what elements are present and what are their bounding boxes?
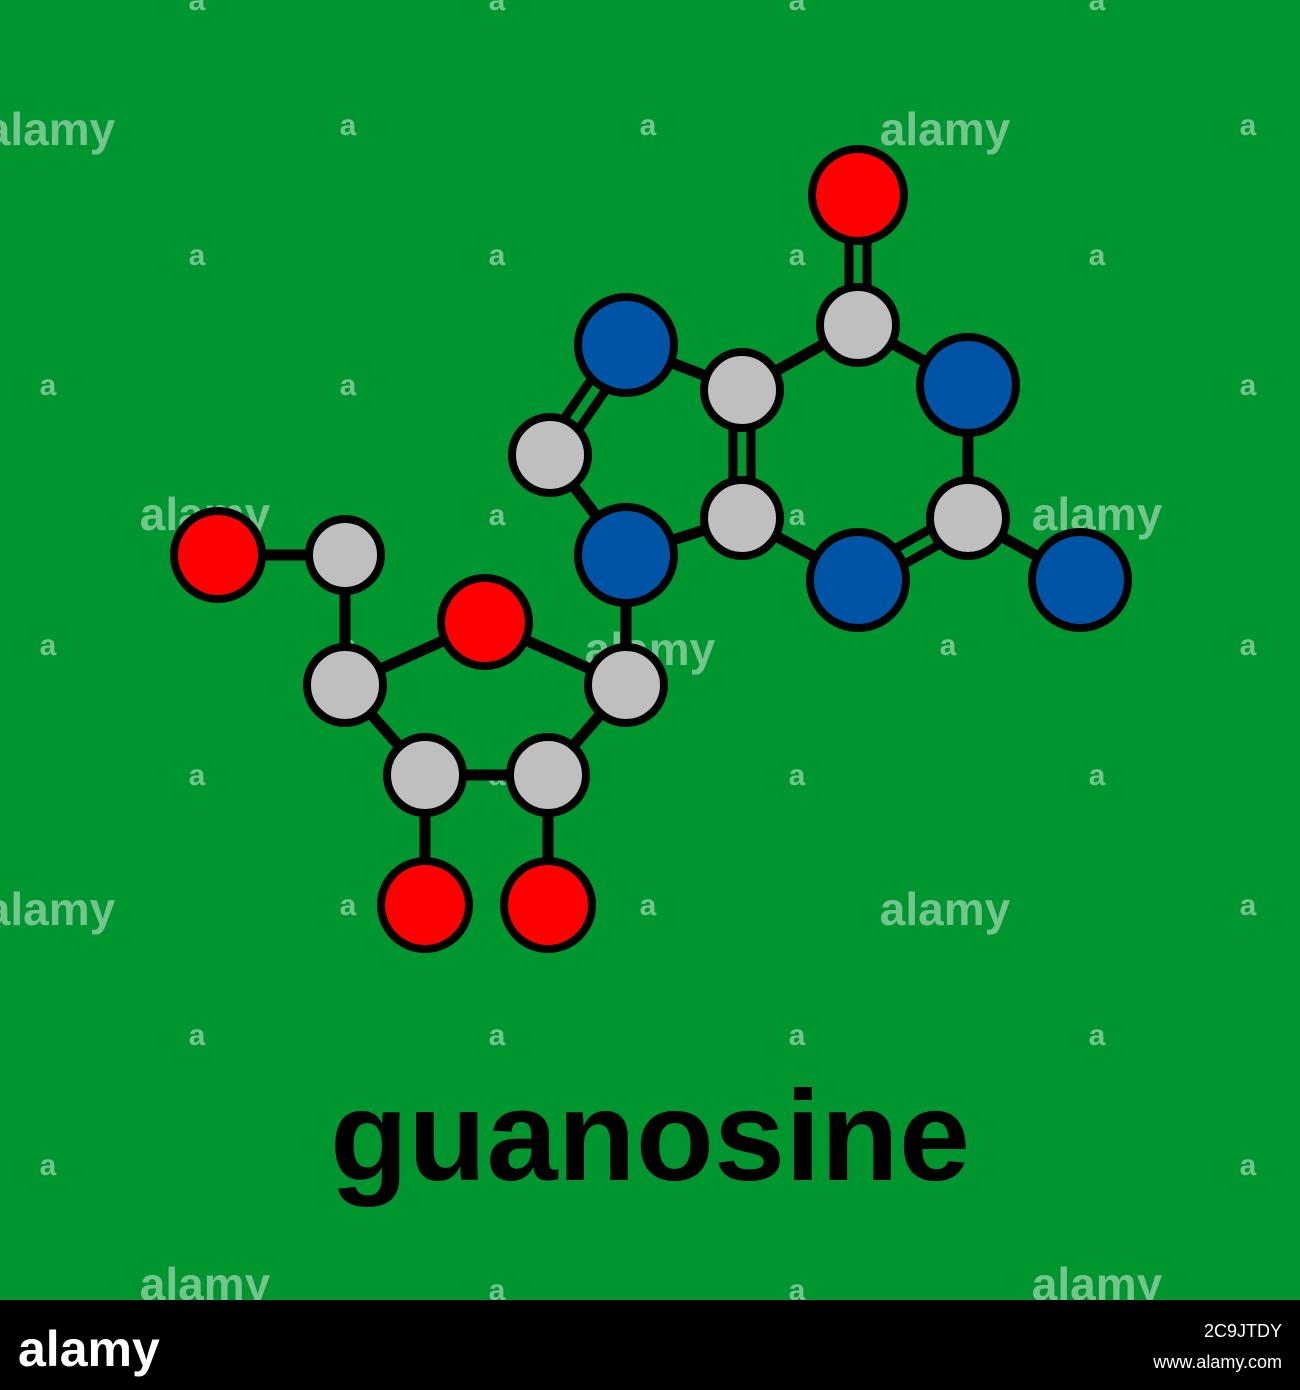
watermark-mark: a bbox=[1089, 1019, 1106, 1052]
watermark-mark: a bbox=[189, 1019, 206, 1052]
watermark-mark: a bbox=[789, 1274, 806, 1307]
oxygen-atom bbox=[377, 857, 473, 953]
carbon-atom bbox=[506, 733, 590, 817]
nitrogen-atom bbox=[1028, 528, 1132, 632]
nitrogen-atom bbox=[916, 333, 1020, 437]
watermark-mark: a bbox=[340, 369, 357, 402]
watermark-mark: a bbox=[40, 1149, 57, 1182]
watermark-mark: a bbox=[1240, 629, 1257, 662]
watermark-mark: a bbox=[340, 889, 357, 922]
watermark-mark: a bbox=[189, 759, 206, 792]
watermark-mark: a bbox=[489, 0, 506, 17]
oxygen-atom bbox=[808, 145, 908, 245]
watermark-mark: a bbox=[640, 109, 657, 142]
oxygen-atom bbox=[500, 857, 596, 953]
watermark-mark: a bbox=[789, 239, 806, 272]
nitrogen-atom bbox=[574, 293, 678, 397]
watermark-mark: a bbox=[40, 369, 57, 402]
footer-logo: alamy bbox=[18, 1321, 160, 1377]
watermark-mark: a bbox=[189, 0, 206, 17]
watermark-mark: a bbox=[40, 629, 57, 662]
watermark-mark: a bbox=[789, 499, 806, 532]
watermark-mark: a bbox=[489, 499, 506, 532]
watermark-mark: a bbox=[1089, 239, 1106, 272]
background bbox=[0, 0, 1300, 1300]
watermark-mark: a bbox=[789, 759, 806, 792]
watermark-text: alamy bbox=[880, 103, 1011, 155]
watermark-text: alamy bbox=[0, 883, 116, 935]
watermark-mark: a bbox=[340, 109, 357, 142]
carbon-atom bbox=[584, 643, 668, 727]
watermark-mark: a bbox=[1240, 1149, 1257, 1182]
carbon-atom bbox=[305, 515, 385, 595]
footer-url: www.alamy.com bbox=[1152, 1352, 1282, 1372]
carbon-atom bbox=[926, 476, 1010, 560]
watermark-mark: a bbox=[640, 889, 657, 922]
carbon-atom bbox=[700, 476, 784, 560]
nitrogen-atom bbox=[574, 503, 678, 607]
watermark-mark: a bbox=[1240, 889, 1257, 922]
watermark-mark: a bbox=[789, 1019, 806, 1052]
molecule-name: guanosine bbox=[330, 1065, 970, 1208]
watermark-mark: a bbox=[1089, 0, 1106, 17]
carbon-atom bbox=[383, 733, 467, 817]
watermark-mark: a bbox=[489, 239, 506, 272]
oxygen-atom bbox=[437, 574, 533, 670]
watermark-mark: a bbox=[940, 629, 957, 662]
carbon-atom bbox=[508, 413, 592, 497]
footer-bar bbox=[0, 1300, 1300, 1390]
watermark-text: alamy bbox=[0, 103, 116, 155]
watermark-mark: a bbox=[489, 1274, 506, 1307]
watermark-mark: a bbox=[1240, 109, 1257, 142]
watermark-mark: a bbox=[189, 239, 206, 272]
atom-layer bbox=[170, 145, 1132, 953]
carbon-atom bbox=[700, 348, 784, 432]
watermark-mark: a bbox=[489, 1019, 506, 1052]
footer-image-id: 2C9JTDY bbox=[1204, 1321, 1282, 1341]
nitrogen-atom bbox=[806, 528, 910, 632]
carbon-atom bbox=[303, 643, 387, 727]
oxygen-atom bbox=[170, 507, 266, 603]
watermark-mark: a bbox=[1089, 759, 1106, 792]
watermark-mark: a bbox=[1240, 369, 1257, 402]
carbon-atom bbox=[816, 283, 900, 367]
watermark-mark: a bbox=[789, 0, 806, 17]
watermark-text: alamy bbox=[880, 883, 1011, 935]
